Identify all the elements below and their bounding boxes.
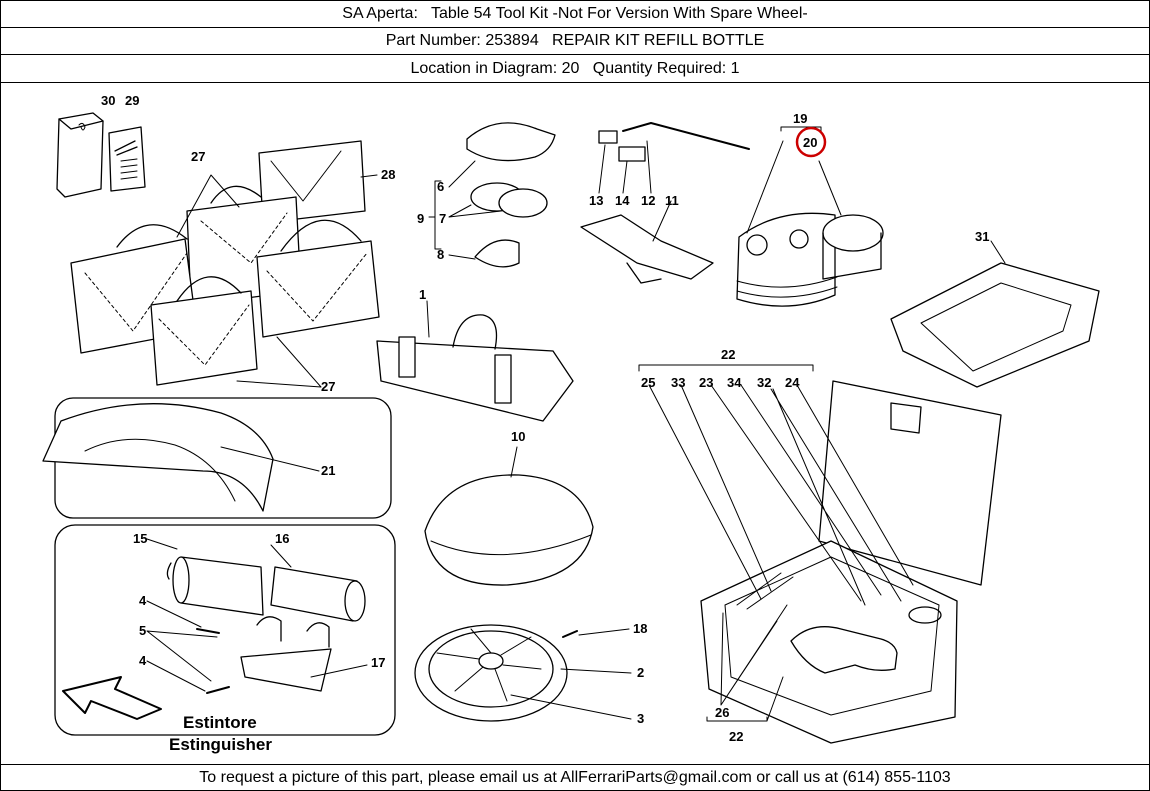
callout-12[interactable]: 12 (641, 193, 655, 208)
callout-33[interactable]: 33 (671, 375, 685, 390)
callout-5[interactable]: 5 (139, 623, 146, 638)
direction-arrow-icon (62, 676, 162, 720)
callout-25[interactable]: 25 (641, 375, 655, 390)
fire-extinguisher-drawing (166, 556, 366, 694)
callout-29[interactable]: 29 (125, 93, 139, 108)
callout-4-upper[interactable]: 4 (139, 593, 147, 608)
tool-case-drawing (700, 380, 1002, 744)
spare-wheel-drawing (414, 624, 578, 722)
jack-and-wrench-drawing (580, 122, 750, 284)
tyre-repair-compressor-drawing (736, 212, 884, 307)
callout-4-lower[interactable]: 4 (139, 653, 147, 668)
callout-1[interactable]: 1 (419, 287, 426, 302)
callout-34[interactable]: 34 (727, 375, 742, 390)
soft-items-drawing (466, 122, 556, 268)
extinguisher-panel (54, 524, 396, 736)
luggage-set-drawing (70, 140, 380, 386)
callout-19[interactable]: 19 (793, 111, 807, 126)
callout-23[interactable]: 23 (699, 375, 713, 390)
callout-13[interactable]: 13 (589, 193, 603, 208)
callout-27-bottom[interactable]: 27 (321, 379, 335, 394)
callout-32[interactable]: 32 (757, 375, 771, 390)
callout-16[interactable]: 16 (275, 531, 289, 546)
header-model-title: SA Aperta: Table 54 Tool Kit -Not For Ve… (1, 1, 1149, 28)
callout-20[interactable]: 20 (803, 135, 817, 150)
wheel-cover-drawing (424, 474, 594, 586)
manual-booklet-drawing (108, 126, 146, 192)
callout-17[interactable]: 17 (371, 655, 385, 670)
callout-24[interactable]: 24 (785, 375, 800, 390)
callout-11[interactable]: 11 (665, 193, 679, 208)
callout-8[interactable]: 8 (437, 247, 444, 262)
footer-contact: To request a picture of this part, pleas… (1, 764, 1149, 791)
callout-31[interactable]: 31 (975, 229, 989, 244)
extinguisher-caption-italian: Estintore (183, 713, 257, 732)
header-part-number: Part Number: 253894 REPAIR KIT REFILL BO… (1, 28, 1149, 55)
header-location-quantity: Location in Diagram: 20 Quantity Require… (1, 55, 1149, 83)
callout-2[interactable]: 2 (637, 665, 644, 680)
callout-26[interactable]: 26 (715, 705, 729, 720)
parts-diagram: 30 29 27 28 27 6 9 7 8 13 14 12 11 19 20… (1, 83, 1149, 763)
callout-15[interactable]: 15 (133, 531, 147, 546)
roof-cover-drawing (42, 403, 274, 512)
callout-10[interactable]: 10 (511, 429, 525, 444)
callout-21[interactable]: 21 (321, 463, 335, 478)
callout-14[interactable]: 14 (615, 193, 630, 208)
document-pouch-drawing (56, 112, 104, 198)
callout-18[interactable]: 18 (633, 621, 647, 636)
callout-22-top[interactable]: 22 (721, 347, 735, 362)
highlight-circle-20 (795, 126, 827, 158)
callout-6[interactable]: 6 (437, 179, 444, 194)
callout-3[interactable]: 3 (637, 711, 644, 726)
callout-27-top[interactable]: 27 (191, 149, 205, 164)
callout-7[interactable]: 7 (439, 211, 446, 226)
parts-diagram-svg: 30 29 27 28 27 6 9 7 8 13 14 12 11 19 20… (42, 93, 1100, 754)
callout-28[interactable]: 28 (381, 167, 395, 182)
callout-30[interactable]: 30 (101, 93, 115, 108)
callout-9[interactable]: 9 (417, 211, 424, 226)
callout-leader-lines (146, 126, 1006, 722)
tool-bag-drawing (376, 314, 574, 422)
storage-tray-drawing (890, 262, 1100, 388)
extinguisher-caption-english: Estinguisher (169, 735, 272, 754)
callout-22-bottom[interactable]: 22 (729, 729, 743, 744)
